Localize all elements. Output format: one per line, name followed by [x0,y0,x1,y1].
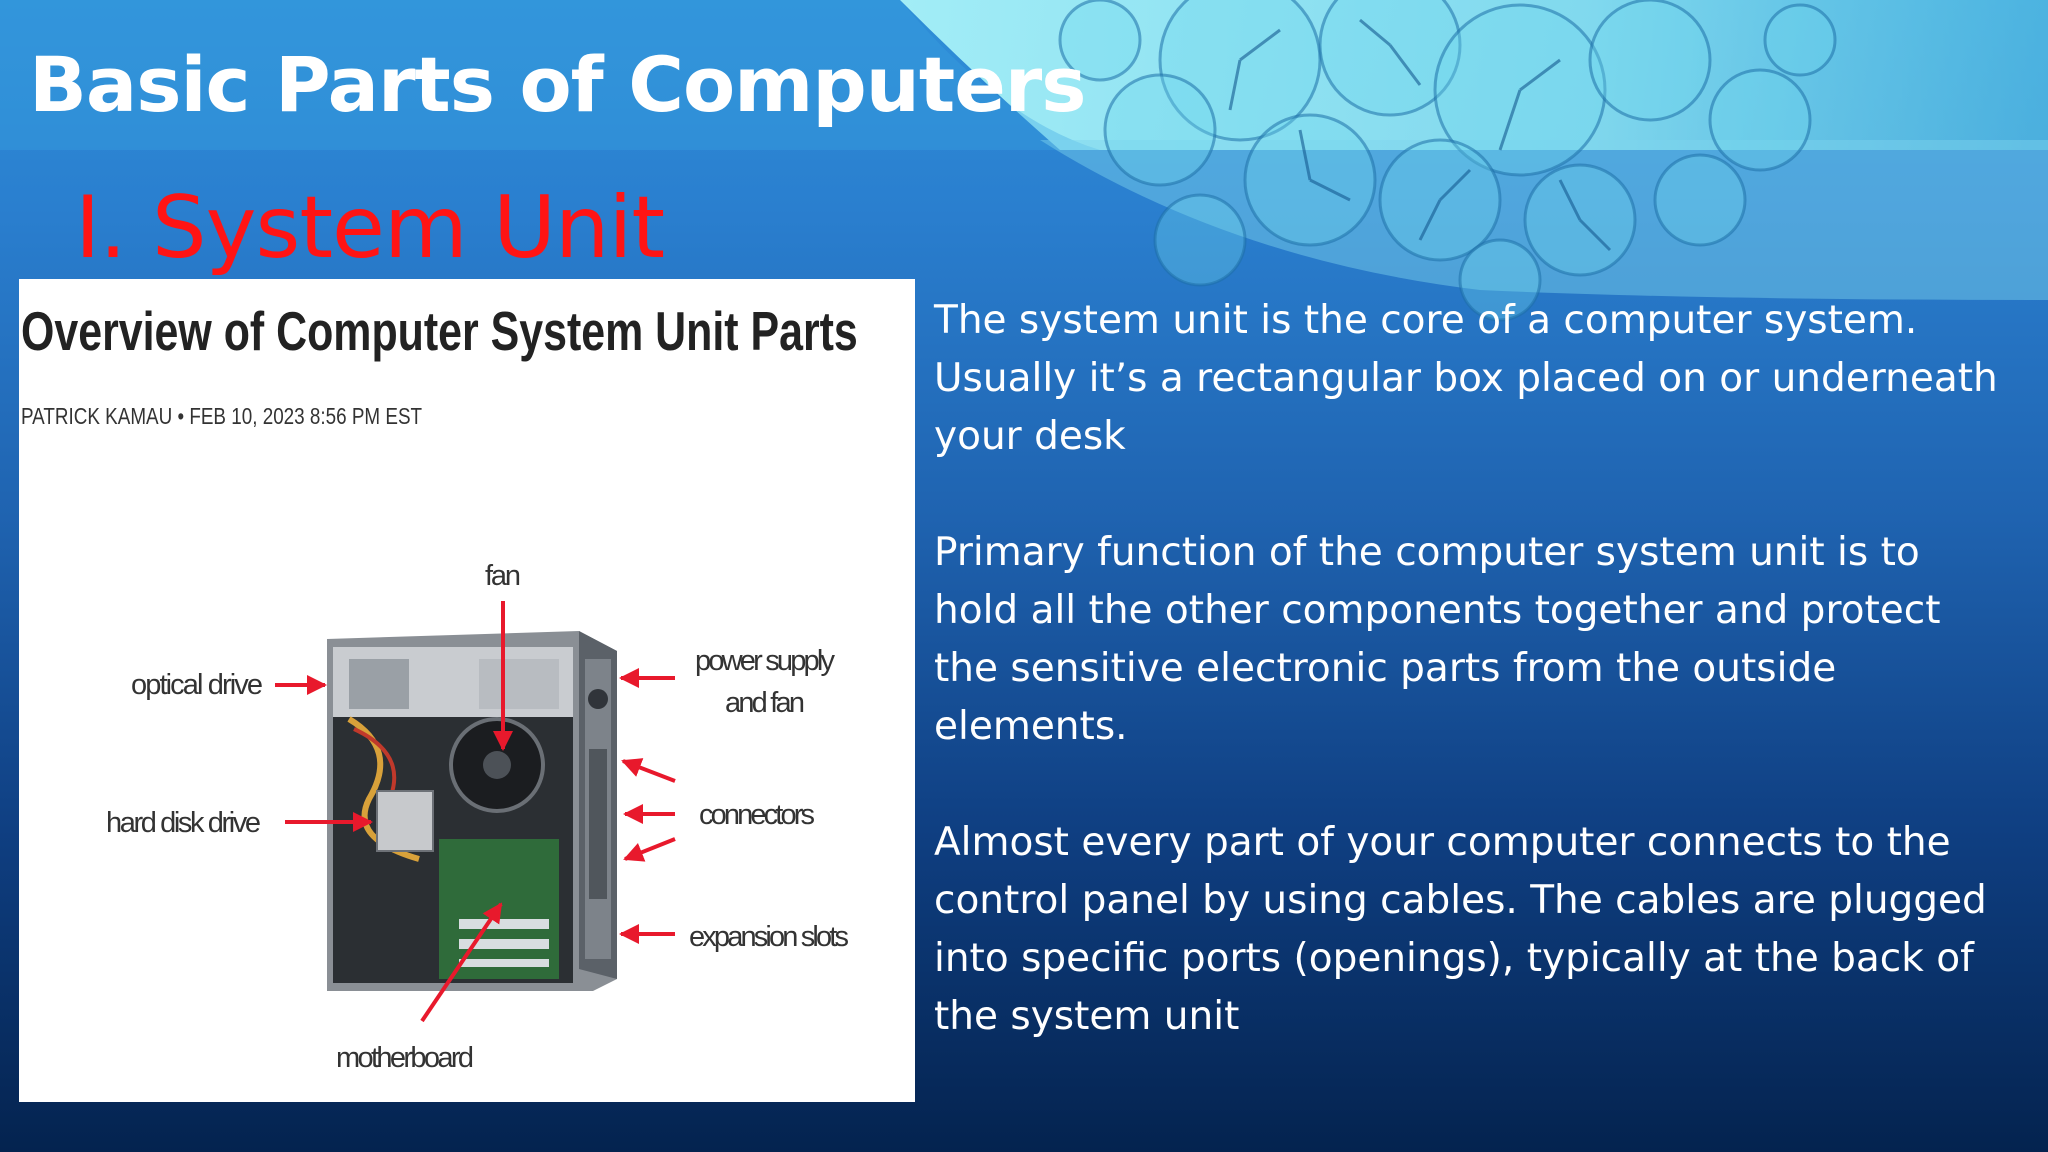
label-power-supply: power supply [695,645,836,677]
figure-title: Overview of Computer System Unit Parts [21,300,858,362]
slide-title: Basic Parts of Computers [29,40,1086,129]
label-fan: fan [485,560,521,592]
arrow-connector-3 [623,837,676,862]
system-unit-figure: Overview of Computer System Unit Parts P… [19,279,915,1102]
label-expansion-slots: expansion slots [689,921,849,953]
body-text: The system unit is the core of a compute… [934,292,2014,1104]
computer-case-diagram: fan optical drive hard disk drive power … [106,560,849,1074]
label-optical-drive: optical drive [131,669,263,701]
computer-case-image [327,631,617,991]
paragraph-3: Almost every part of your computer conne… [934,820,1987,1039]
paragraph-2: Primary function of the computer system … [934,530,1941,749]
label-connectors: connectors [699,799,815,831]
clock-hands [1228,18,1612,252]
figure-byline: PATRICK KAMAU • FEB 10, 2023 8:56 PM EST [21,403,423,429]
arrow-connector-1 [621,758,676,783]
label-hard-disk-drive: hard disk drive [106,807,261,839]
diagonal-sweep [1040,140,2048,300]
paragraph-1: The system unit is the core of a compute… [934,298,1998,459]
label-motherboard: motherboard [336,1042,474,1074]
top-band-shape [900,0,2048,150]
section-title: I. System Unit [75,178,665,278]
top-left-band [0,0,1100,150]
arrow-motherboard [420,902,503,1023]
label-and-fan: and fan [725,687,805,719]
pointer-arrows [275,601,676,1023]
